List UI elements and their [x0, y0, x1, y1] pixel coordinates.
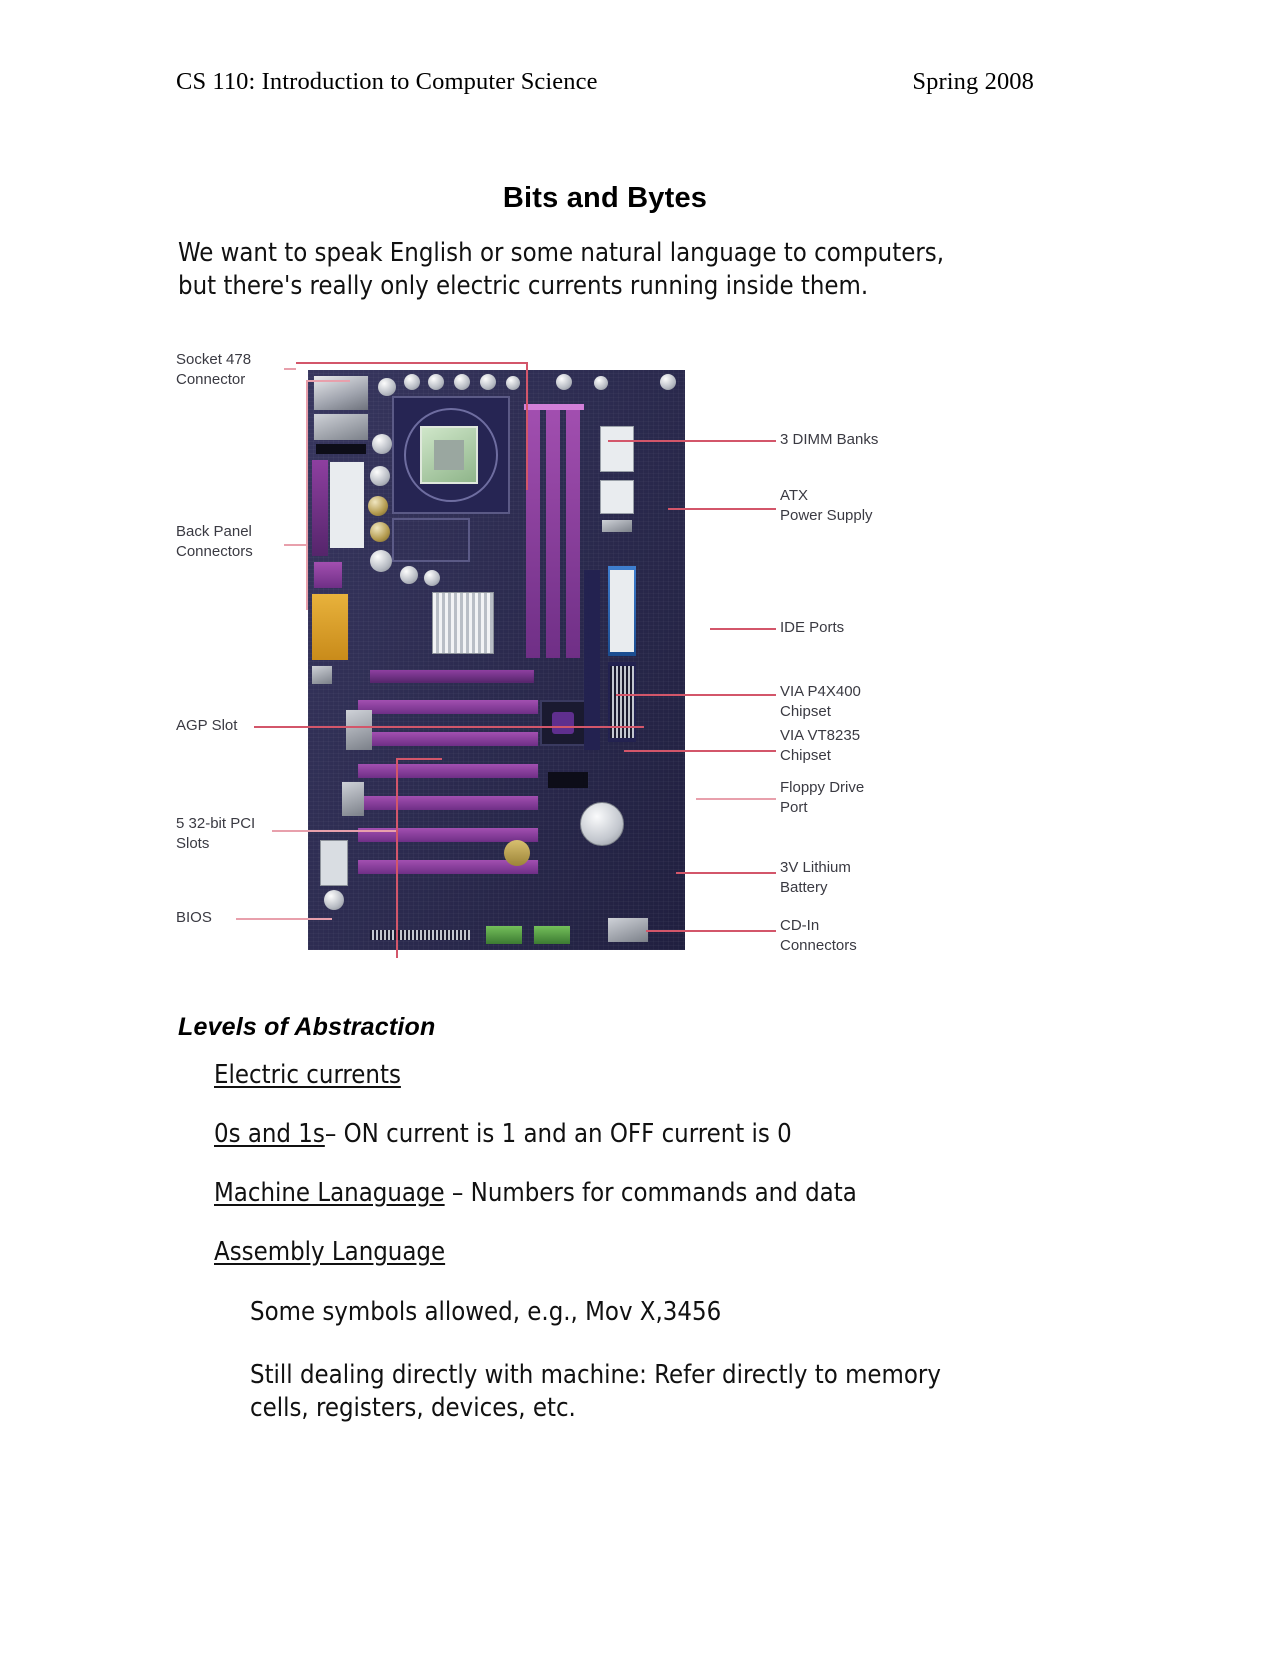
leader-ide	[710, 628, 776, 630]
leader-vt8235	[624, 750, 776, 752]
leader-backpanel	[284, 544, 308, 546]
list-item: Machine Lanaguage – Numbers for commands…	[214, 1178, 1054, 1208]
level-term-zeros-and-ones: 0s and 1s	[214, 1119, 325, 1149]
figure-label-atx-power: ATX Power Supply	[780, 487, 873, 525]
motherboard-photo	[308, 370, 685, 950]
leader-p4x400	[616, 694, 776, 696]
figure-label-dimm-banks: 3 DIMM Banks	[780, 431, 879, 448]
section-heading-levels-of-abstraction: Levels of Abstraction	[178, 1012, 436, 1041]
list-item: Electric currents	[214, 1060, 1054, 1090]
list-item: Assembly Language	[214, 1237, 1054, 1267]
figure-label-p4x400-chipset: VIA P4X400 Chipset	[780, 683, 861, 721]
level-term-machine-language: Machine Lanaguage	[214, 1178, 445, 1208]
intro-paragraph: We want to speak English or some natural…	[178, 237, 1038, 303]
figure-label-cdin-connectors: CD-In Connectors	[780, 917, 857, 955]
leader-atx	[668, 508, 776, 510]
figure-label-vt8235-chipset: VIA VT8235 Chipset	[780, 727, 861, 765]
leader-agp	[254, 726, 644, 728]
list-item: 0s and 1s– ON current is 1 and an OFF cu…	[214, 1119, 1054, 1149]
figure-label-floppy-port: Floppy Drive Port	[780, 779, 865, 817]
level-term-electric-currents: Electric currents	[214, 1060, 401, 1090]
page-title: Bits and Bytes	[502, 182, 708, 215]
figure-label-agp-slot: AGP Slot	[176, 717, 238, 734]
leader-socket478-down	[526, 362, 528, 490]
figure-label-ide-ports: IDE Ports	[780, 619, 845, 636]
assembly-detail-line-3: cells, registers, devices, etc.	[250, 1393, 576, 1424]
level-term-assembly-language: Assembly Language	[214, 1237, 446, 1267]
assembly-detail-line-1: Some symbols allowed, e.g., Mov X,3456	[250, 1297, 722, 1327]
assembly-detail-symbols: Some symbols allowed, e.g., Mov X,3456	[250, 1296, 1054, 1329]
levels-of-abstraction-list: Electric currents 0s and 1s– ON current …	[214, 1060, 1054, 1455]
figure-label-lithium-battery: 3V Lithium Battery	[780, 859, 851, 897]
leader-cdin	[646, 930, 776, 932]
figure-label-back-panel: Back Panel Connectors	[176, 523, 253, 561]
leader-bios	[236, 918, 332, 920]
leader-pci-v	[396, 758, 398, 958]
intro-line-2: but there's really only electric current…	[178, 271, 869, 302]
assembly-detail-line-2: Still dealing directly with machine: Ref…	[250, 1360, 941, 1391]
figure-label-pci-slots: 5 32-bit PCI Slots	[176, 815, 256, 853]
leader-socket478-stub	[284, 368, 296, 370]
course-title: CS 110: Introduction to Computer Science	[176, 68, 598, 95]
motherboard-figure: Socket 478 Connector Back Panel Connecto…	[176, 322, 896, 982]
assembly-detail-machine: Still dealing directly with machine: Ref…	[250, 1359, 1054, 1425]
level-desc-machine-language: – Numbers for commands and data	[444, 1178, 857, 1208]
leader-pci	[272, 830, 396, 832]
level-desc-zeros-and-ones: – ON current is 1 and an OFF current is …	[324, 1119, 792, 1149]
intro-line-1: We want to speak English or some natural…	[178, 238, 944, 268]
leader-floppy	[696, 798, 776, 800]
term-label: Spring 2008	[912, 68, 1034, 95]
figure-label-bios: BIOS	[176, 909, 212, 926]
document-header: CS 110: Introduction to Computer Science…	[176, 68, 1034, 96]
leader-socket478	[296, 362, 528, 364]
leader-dimm	[608, 440, 776, 442]
leader-battery	[676, 872, 776, 874]
leader-pci-top	[396, 758, 442, 760]
leader-backpanel-top	[306, 380, 350, 382]
leader-backpanel-v	[306, 380, 308, 610]
figure-label-socket-478: Socket 478 Connector	[176, 351, 252, 389]
